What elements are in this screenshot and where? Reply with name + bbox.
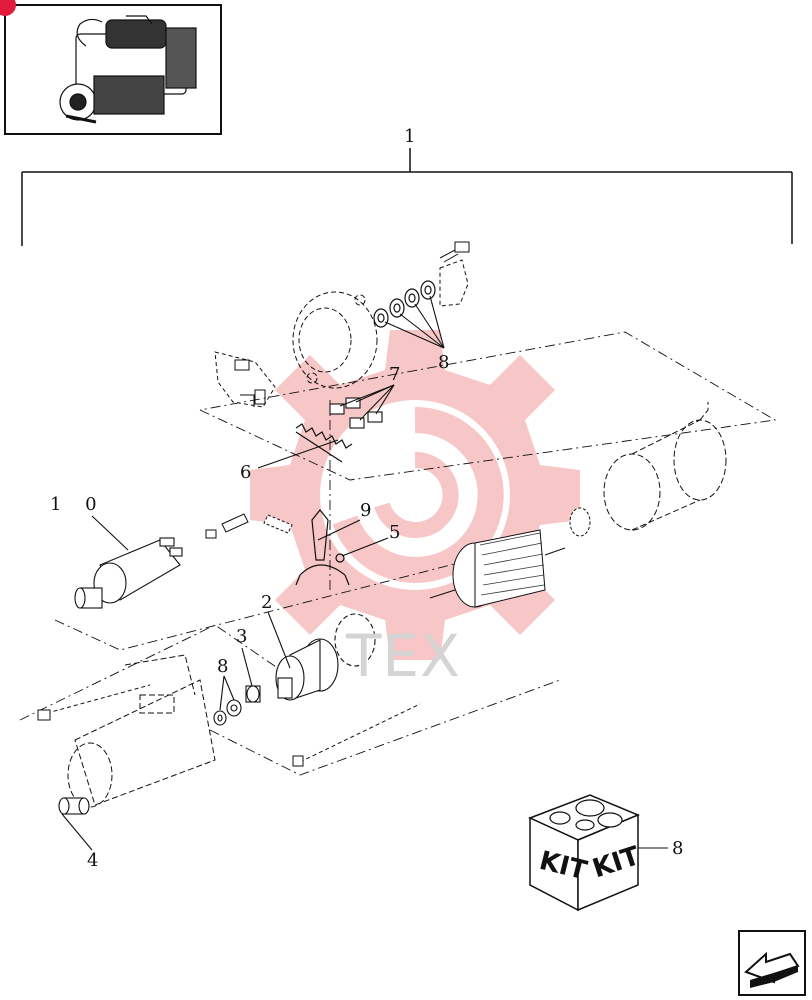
callout-4-end-cap: 4 — [87, 850, 99, 871]
callout-8-kit: 8 — [672, 838, 684, 859]
kit-box — [528, 794, 640, 912]
drive-pinion — [275, 613, 376, 701]
bolt-top — [439, 241, 470, 263]
brush-holder — [214, 351, 276, 408]
callout-9-shift-fork: 9 — [360, 500, 372, 521]
alignment-lines — [19, 331, 777, 776]
bushing — [245, 685, 261, 703]
back-arrow-icon — [744, 951, 800, 988]
engine-thumbnail-drawing — [59, 15, 197, 124]
shift-fork — [295, 509, 350, 586]
callout-1: 1 — [404, 126, 416, 147]
bracket-plate — [439, 259, 469, 307]
assembly-bracket — [21, 148, 793, 246]
callout-7-brushes: 7 — [389, 364, 401, 385]
navigate-back-button[interactable] — [738, 930, 806, 996]
callout-5-clip: 5 — [389, 522, 401, 543]
brushes — [329, 397, 383, 429]
watermark-gear — [250, 330, 580, 660]
leader-lines — [61, 295, 668, 851]
solenoid — [74, 537, 183, 609]
field-housing — [603, 402, 727, 531]
washers-top — [373, 280, 436, 328]
engine-thumbnail[interactable] — [4, 4, 222, 135]
end-cap — [58, 797, 90, 815]
callout-3-bushing: 3 — [236, 626, 248, 647]
terminal-bolts — [205, 513, 293, 539]
callout-8-nuts: 8 — [217, 656, 229, 677]
callout-8-washers: 8 — [438, 352, 450, 373]
watermark-text: TEX — [346, 622, 461, 690]
armature — [429, 507, 591, 608]
callout-6-spring: 6 — [240, 462, 252, 483]
callout-2-pinion: 2 — [261, 592, 273, 613]
end-cover — [292, 291, 378, 389]
drive-housing — [67, 654, 216, 808]
long-bolts — [39, 684, 421, 763]
nuts-mid — [213, 699, 242, 726]
corner-marker — [0, 0, 16, 16]
callout-10-solenoid: 1 0 — [50, 494, 106, 515]
bolt-heads — [37, 709, 304, 767]
